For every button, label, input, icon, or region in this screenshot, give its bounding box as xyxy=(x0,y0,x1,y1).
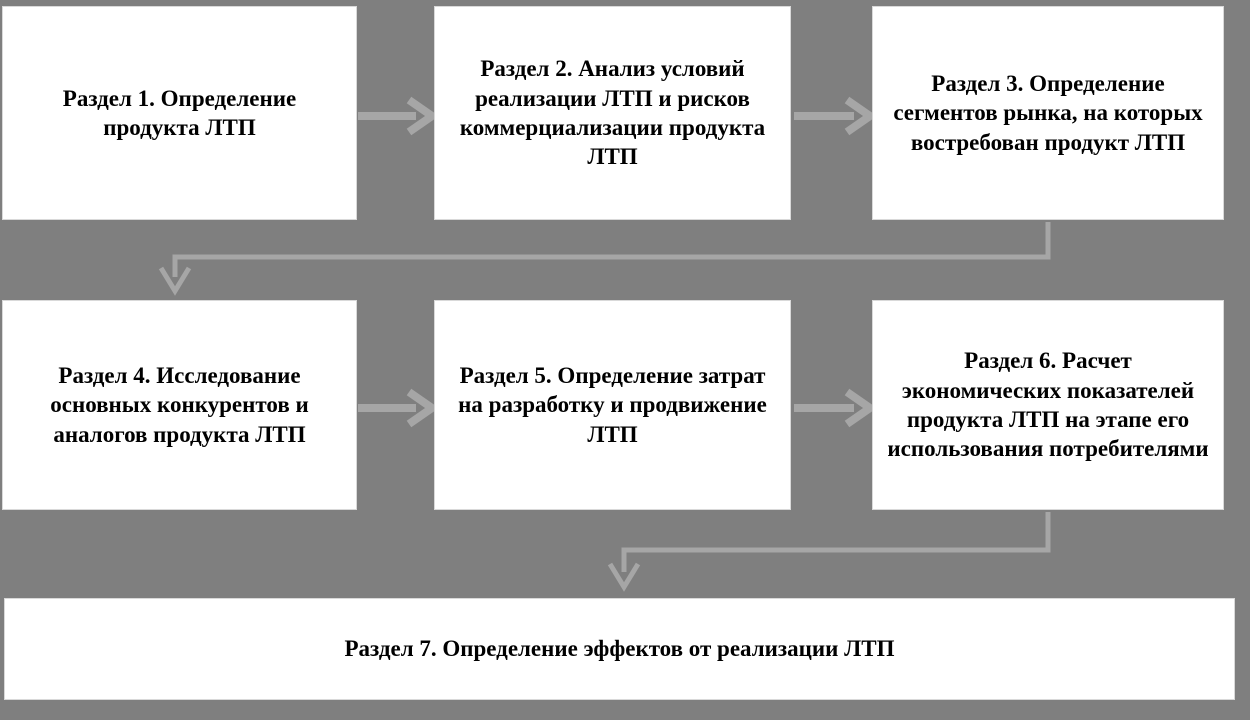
flow-node-1-label: Раздел 1. Определение продукта ЛТП xyxy=(62,85,297,140)
flow-node-4-label: Раздел 4. Исследование основных конкурен… xyxy=(50,362,309,447)
flow-node-3[interactable]: Раздел 3. Определение сегментов рынка, н… xyxy=(872,6,1224,220)
flow-node-6[interactable]: Раздел 6. Расчет экономических показател… xyxy=(872,300,1224,510)
flow-node-5-label: Раздел 5. Определение затрат на разработ… xyxy=(458,362,767,447)
arrow-3-to-4 xyxy=(158,222,1051,296)
flow-node-2-label: Раздел 2. Анализ условий реализации ЛТП … xyxy=(459,56,766,170)
flow-node-2[interactable]: Раздел 2. Анализ условий реализации ЛТП … xyxy=(434,6,791,220)
arrow-5-to-6 xyxy=(794,388,878,428)
flow-node-4[interactable]: Раздел 4. Исследование основных конкурен… xyxy=(2,300,357,510)
flow-node-3-label: Раздел 3. Определение сегментов рынка, н… xyxy=(893,70,1203,155)
flow-node-7[interactable]: Раздел 7. Определение эффектов от реализ… xyxy=(4,598,1235,700)
arrow-4-to-5 xyxy=(358,388,440,428)
arrow-6-to-7 xyxy=(607,512,1051,592)
arrow-1-to-2 xyxy=(358,96,440,136)
flow-node-5[interactable]: Раздел 5. Определение затрат на разработ… xyxy=(434,300,791,510)
flow-node-1[interactable]: Раздел 1. Определение продукта ЛТП xyxy=(2,6,357,220)
arrow-2-to-3 xyxy=(794,96,878,136)
flow-node-7-label: Раздел 7. Определение эффектов от реализ… xyxy=(344,636,895,662)
flow-node-6-label: Раздел 6. Расчет экономических показател… xyxy=(887,348,1209,462)
